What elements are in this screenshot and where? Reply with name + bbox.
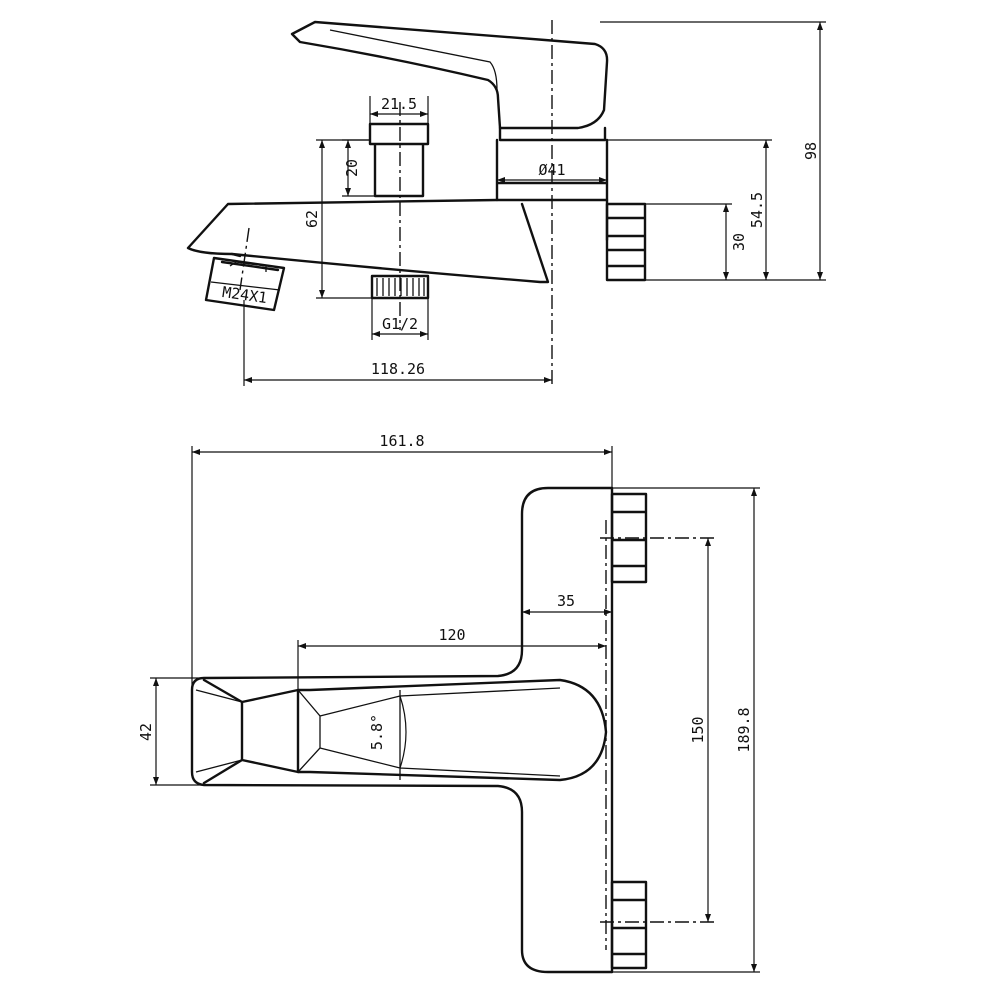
label-cartridge-height: 20 <box>343 159 361 177</box>
label-body-diameter: Ø41 <box>538 161 565 179</box>
handle-outline <box>296 678 608 782</box>
label-overall-width: 161.8 <box>379 432 424 450</box>
dim-body-height: 62 <box>303 139 372 299</box>
spout-tip-inner <box>195 689 243 773</box>
dim-body-diameter: Ø41 <box>497 161 607 183</box>
label-handle-length: 120 <box>438 626 465 644</box>
diverter-knob <box>368 122 430 198</box>
top-view: 161.8 35 120 42 5.8° <box>137 432 760 974</box>
spout-underside <box>230 252 242 258</box>
dim-cartridge-height: 20 <box>342 139 375 197</box>
side-view: 21.5 20 62 Ø41 <box>186 20 826 386</box>
thread-lines <box>376 278 425 296</box>
lever-inner-edge <box>329 29 498 91</box>
dim-inlet-offset: 35 <box>522 592 612 615</box>
label-overall-height: 98 <box>802 142 820 160</box>
dim-overall-width: 161.8 <box>191 432 613 690</box>
centre-line-aerator <box>239 227 250 291</box>
dim-overall-height: 98 <box>600 21 826 281</box>
handle-facets <box>297 687 561 780</box>
dim-handle-length: 120 <box>297 626 606 690</box>
dim-inlet-thread: G1/2 <box>371 298 429 340</box>
label-inlet-centres: 150 <box>689 716 707 743</box>
aerator-ring <box>229 261 267 272</box>
dim-cartridge-width: 21.5 <box>369 95 429 124</box>
body-outline <box>190 486 614 974</box>
lever-handle <box>290 20 609 130</box>
dim-inlet-height: 54.5 <box>607 139 772 281</box>
dim-nut-height: 30 <box>645 203 748 281</box>
dim-inlet-centres: 150 <box>689 538 711 922</box>
spout-body <box>186 198 609 284</box>
label-inlet-offset: 35 <box>557 592 575 610</box>
hex-nut-side <box>605 202 647 282</box>
dim-overall-depth: 189.8 <box>612 487 760 973</box>
label-handle-width: 42 <box>137 723 155 741</box>
label-body-height: 62 <box>303 210 321 228</box>
label-overall-depth: 189.8 <box>735 707 753 752</box>
label-cartridge-width: 21.5 <box>381 95 417 113</box>
label-inlet-thread: G1/2 <box>382 315 418 333</box>
label-inlet-height: 54.5 <box>748 192 766 228</box>
hex-nut-top <box>610 492 648 584</box>
label-spout-reach: 118.26 <box>371 360 425 378</box>
label-nut-height: 30 <box>730 233 748 251</box>
dim-handle-width: 42 <box>137 677 204 786</box>
hex-nut-bottom <box>610 880 648 970</box>
label-handle-angle: 5.8° <box>368 714 386 750</box>
dim-handle-angle: 5.8° <box>368 695 407 769</box>
dim-spout-reach: 118.26 <box>243 300 552 386</box>
